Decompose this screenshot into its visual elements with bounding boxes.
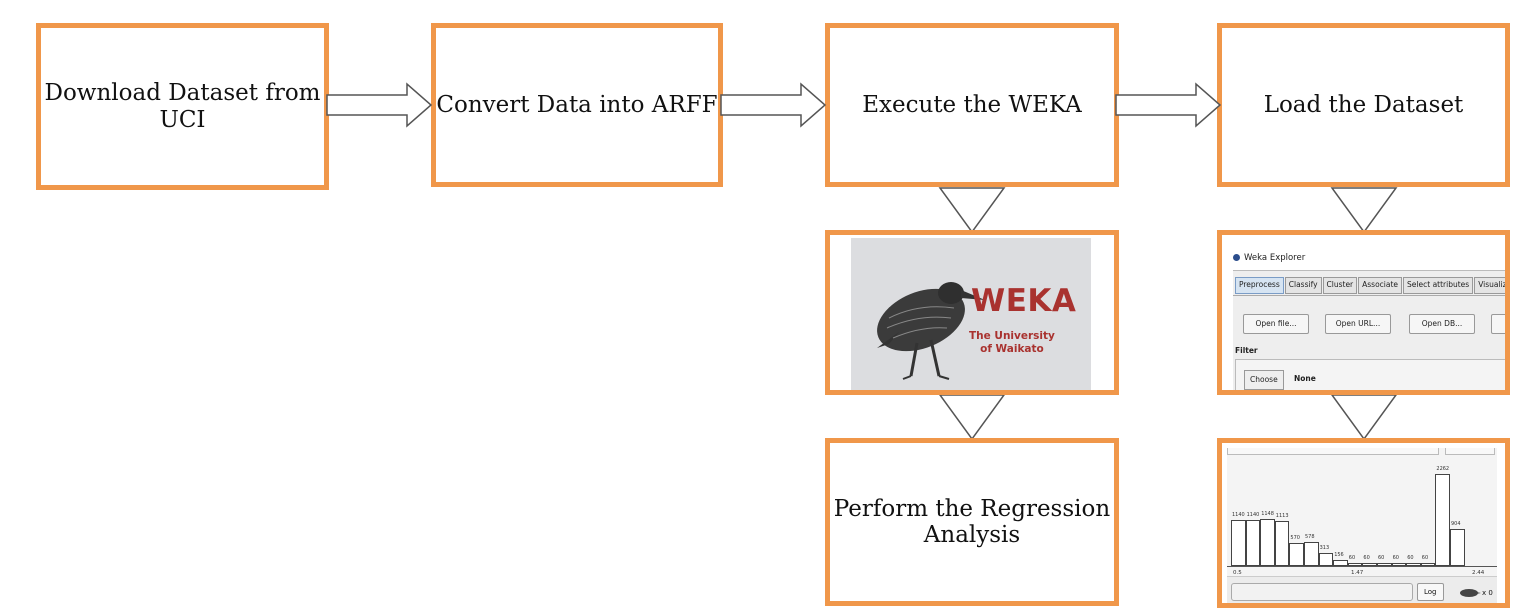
choose-button[interactable]: Choose xyxy=(1244,370,1284,390)
weka-bird-icon xyxy=(877,282,985,380)
histogram-bar xyxy=(1406,563,1421,566)
arrow-right-1 xyxy=(326,82,433,128)
open-url-button[interactable]: Open URL... xyxy=(1325,314,1391,334)
step-download-dataset: Download Dataset from UCI xyxy=(36,23,329,190)
filter-panel: Choose None xyxy=(1235,359,1505,390)
histogram-bar-label: 570 xyxy=(1290,534,1300,541)
tab-divider xyxy=(1233,295,1505,296)
axis-max-label: 2.44 xyxy=(1472,570,1485,576)
more-button[interactable] xyxy=(1491,314,1505,334)
arrow-right-3 xyxy=(1115,82,1222,128)
open-file-button[interactable]: Open file... xyxy=(1243,314,1309,334)
histogram-bar-label: 1148 xyxy=(1261,511,1274,518)
step-convert-label: Convert Data into ARFF xyxy=(436,91,718,118)
step-execute-label: Execute the WEKA xyxy=(862,91,1082,118)
histogram-bar-label: 313 xyxy=(1319,545,1330,552)
axis-mid-label: 1.47 xyxy=(1351,570,1364,576)
weka-app-icon xyxy=(1233,254,1240,261)
histogram-bar-label: 60 xyxy=(1407,555,1414,561)
tab-associate[interactable]: Associate xyxy=(1358,277,1403,294)
histogram-baseline xyxy=(1227,566,1497,567)
histogram-bar xyxy=(1347,563,1363,566)
weka-bird-icon xyxy=(1460,589,1481,597)
histogram-bar xyxy=(1318,553,1334,566)
histogram-bar xyxy=(1231,519,1246,566)
explorer-tabs: Preprocess Classify Cluster Associate Se… xyxy=(1235,277,1505,294)
histogram-bar xyxy=(1260,519,1275,566)
histogram-bar xyxy=(1435,474,1450,566)
histogram-bar xyxy=(1420,563,1436,566)
histogram-bar-label: 60 xyxy=(1392,555,1399,561)
arrow-down-1 xyxy=(938,187,1006,234)
status-count: x 0 xyxy=(1482,589,1493,597)
step-regression-analysis: Perform the Regression Analysis xyxy=(825,438,1119,606)
histogram-bar xyxy=(1450,529,1465,566)
step-download-label: Download Dataset from UCI xyxy=(44,80,321,133)
histogram-bar-label: 60 xyxy=(1378,555,1385,561)
weka-logo-box: WEKA The University of Waikato xyxy=(825,230,1119,395)
histogram-bar xyxy=(1333,559,1348,566)
filter-value: None xyxy=(1294,374,1316,383)
histogram-bar-label: 156 xyxy=(1334,551,1344,558)
histogram-bar xyxy=(1304,542,1319,566)
histogram-bar-label: 578 xyxy=(1305,534,1315,541)
weka-explorer-box: Weka Explorer Preprocess Classify Cluste… xyxy=(1217,230,1510,395)
step-execute-weka: Execute the WEKA xyxy=(825,23,1119,187)
explorer-title-text: Weka Explorer xyxy=(1244,253,1306,263)
histogram-bar-label: 1140 xyxy=(1232,511,1245,518)
arrow-down-4 xyxy=(1330,394,1398,441)
histogram-top-field xyxy=(1227,448,1439,455)
log-button[interactable]: Log xyxy=(1417,583,1444,601)
arrow-down-2 xyxy=(938,394,1006,441)
weka-logo: WEKA The University of Waikato xyxy=(851,238,1091,390)
histogram-bar xyxy=(1362,563,1377,566)
explorer-title: Weka Explorer xyxy=(1233,253,1306,264)
step-convert-arff: Convert Data into ARFF xyxy=(431,23,723,187)
weka-logo-line2: of Waikato xyxy=(980,343,1044,355)
open-db-button[interactable]: Open DB... xyxy=(1409,314,1475,334)
axis-min-label: 0.5 xyxy=(1233,570,1242,576)
weka-logo-line1: The University xyxy=(969,330,1055,342)
histogram-bar xyxy=(1274,520,1290,566)
histogram-bar-label: 1140 xyxy=(1246,511,1260,518)
tab-cluster[interactable]: Cluster xyxy=(1322,277,1358,294)
tab-select-attributes[interactable]: Select attributes xyxy=(1403,277,1474,294)
histogram-bar xyxy=(1245,519,1261,566)
step-load-dataset: Load the Dataset xyxy=(1217,23,1510,187)
histogram-status-bar: Log x 0 xyxy=(1227,576,1497,603)
weka-explorer-window: Weka Explorer Preprocess Classify Cluste… xyxy=(1227,240,1505,390)
arrow-down-3 xyxy=(1330,187,1398,234)
status-field xyxy=(1231,583,1413,601)
histogram-bar-label: 60 xyxy=(1363,555,1370,561)
tab-preprocess[interactable]: Preprocess xyxy=(1235,277,1284,294)
arrow-right-2 xyxy=(720,82,827,128)
weka-logo-subtitle: The University of Waikato xyxy=(969,330,1055,356)
histogram-top-button[interactable] xyxy=(1445,448,1495,455)
histogram-bar-label: 60 xyxy=(1421,555,1429,561)
histogram-bar-label: 60 xyxy=(1348,555,1356,561)
tab-visualize[interactable]: Visualize xyxy=(1474,277,1505,294)
explorer-body: Preprocess Classify Cluster Associate Se… xyxy=(1233,270,1505,390)
tab-classify[interactable]: Classify xyxy=(1284,277,1322,294)
weka-logo-title: WEKA xyxy=(971,283,1077,319)
histogram-bar-label: 2262 xyxy=(1436,466,1450,472)
histogram-bar xyxy=(1377,563,1392,566)
histogram-bar-label: 1113 xyxy=(1275,512,1289,519)
step-regression-label: Perform the Regression Analysis xyxy=(833,495,1111,548)
filter-label: Filter xyxy=(1235,346,1258,355)
histogram-bar xyxy=(1391,563,1407,566)
histogram-bar-label: 904 xyxy=(1451,521,1461,528)
histogram-bar xyxy=(1289,542,1304,566)
step-load-label: Load the Dataset xyxy=(1263,91,1464,118)
